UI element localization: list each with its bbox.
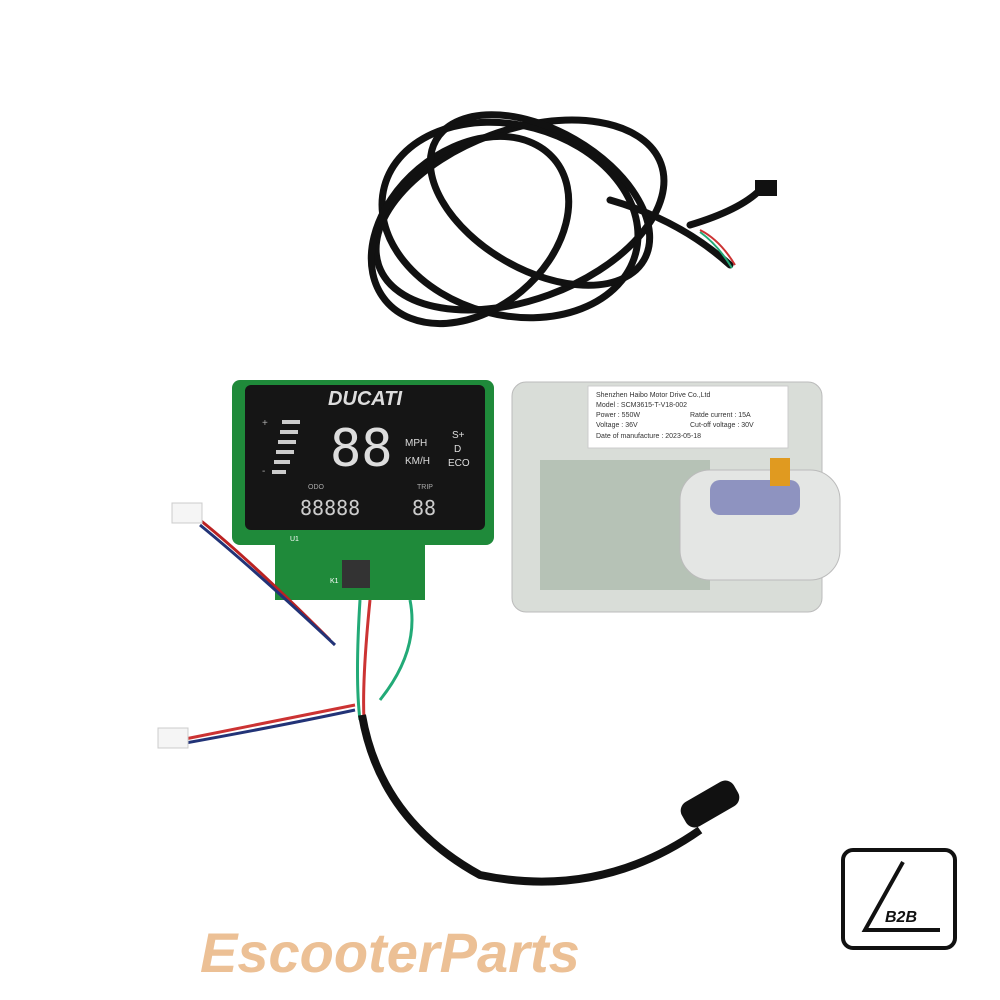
- board-u1: U1: [290, 536, 299, 543]
- mode-s: S+: [452, 430, 465, 441]
- trip-digits: 88: [412, 496, 436, 520]
- label-current: Ratde current : 15A: [690, 412, 751, 419]
- mode-eco: ECO: [448, 458, 470, 469]
- label-cutoff: Cut-off voltage : 30V: [690, 422, 754, 429]
- label-voltage: Voltage : 36V: [596, 422, 638, 429]
- speed-digits: 88: [330, 419, 393, 479]
- label-model: Model : SCM3615-T-V18-002: [596, 402, 687, 409]
- brand-logo: DUCATI: [328, 388, 403, 410]
- display-unit: DUCATI + - 88 MPH KM/H S+ D ECO ODO 8888…: [232, 380, 494, 600]
- white-connector-top: [171, 502, 203, 524]
- unit-kmh: KM/H: [405, 456, 430, 467]
- watermark: EscooterParts: [200, 921, 580, 984]
- coiled-cable: [367, 111, 764, 328]
- display-cable: [358, 714, 703, 886]
- unit-mph: MPH: [405, 438, 427, 449]
- b2b-logo: B2B: [841, 848, 957, 950]
- minus-indicator: -: [262, 466, 265, 477]
- board-k1: K1: [330, 578, 339, 585]
- label-date: Date of manufacture : 2023-05-18: [596, 433, 701, 440]
- label-power: Power : 550W: [596, 412, 640, 419]
- odo-label: ODO: [308, 484, 325, 491]
- white-connector-bottom: [157, 727, 189, 749]
- odo-digits: 88888: [300, 496, 360, 520]
- round-connector: [680, 780, 740, 828]
- display-wires: [179, 518, 414, 746]
- cable-end-wires: [699, 189, 771, 269]
- label-maker: Shenzhen Haibo Motor Drive Co.,Ltd: [596, 392, 710, 399]
- logo-text: B2B: [885, 909, 917, 926]
- controller-unit: Shenzhen Haibo Motor Drive Co.,Ltd Model…: [511, 381, 841, 613]
- mode-d: D: [454, 444, 461, 455]
- plus-indicator: +: [262, 418, 268, 429]
- connector-plug: [755, 180, 777, 196]
- trip-label: TRIP: [417, 484, 433, 491]
